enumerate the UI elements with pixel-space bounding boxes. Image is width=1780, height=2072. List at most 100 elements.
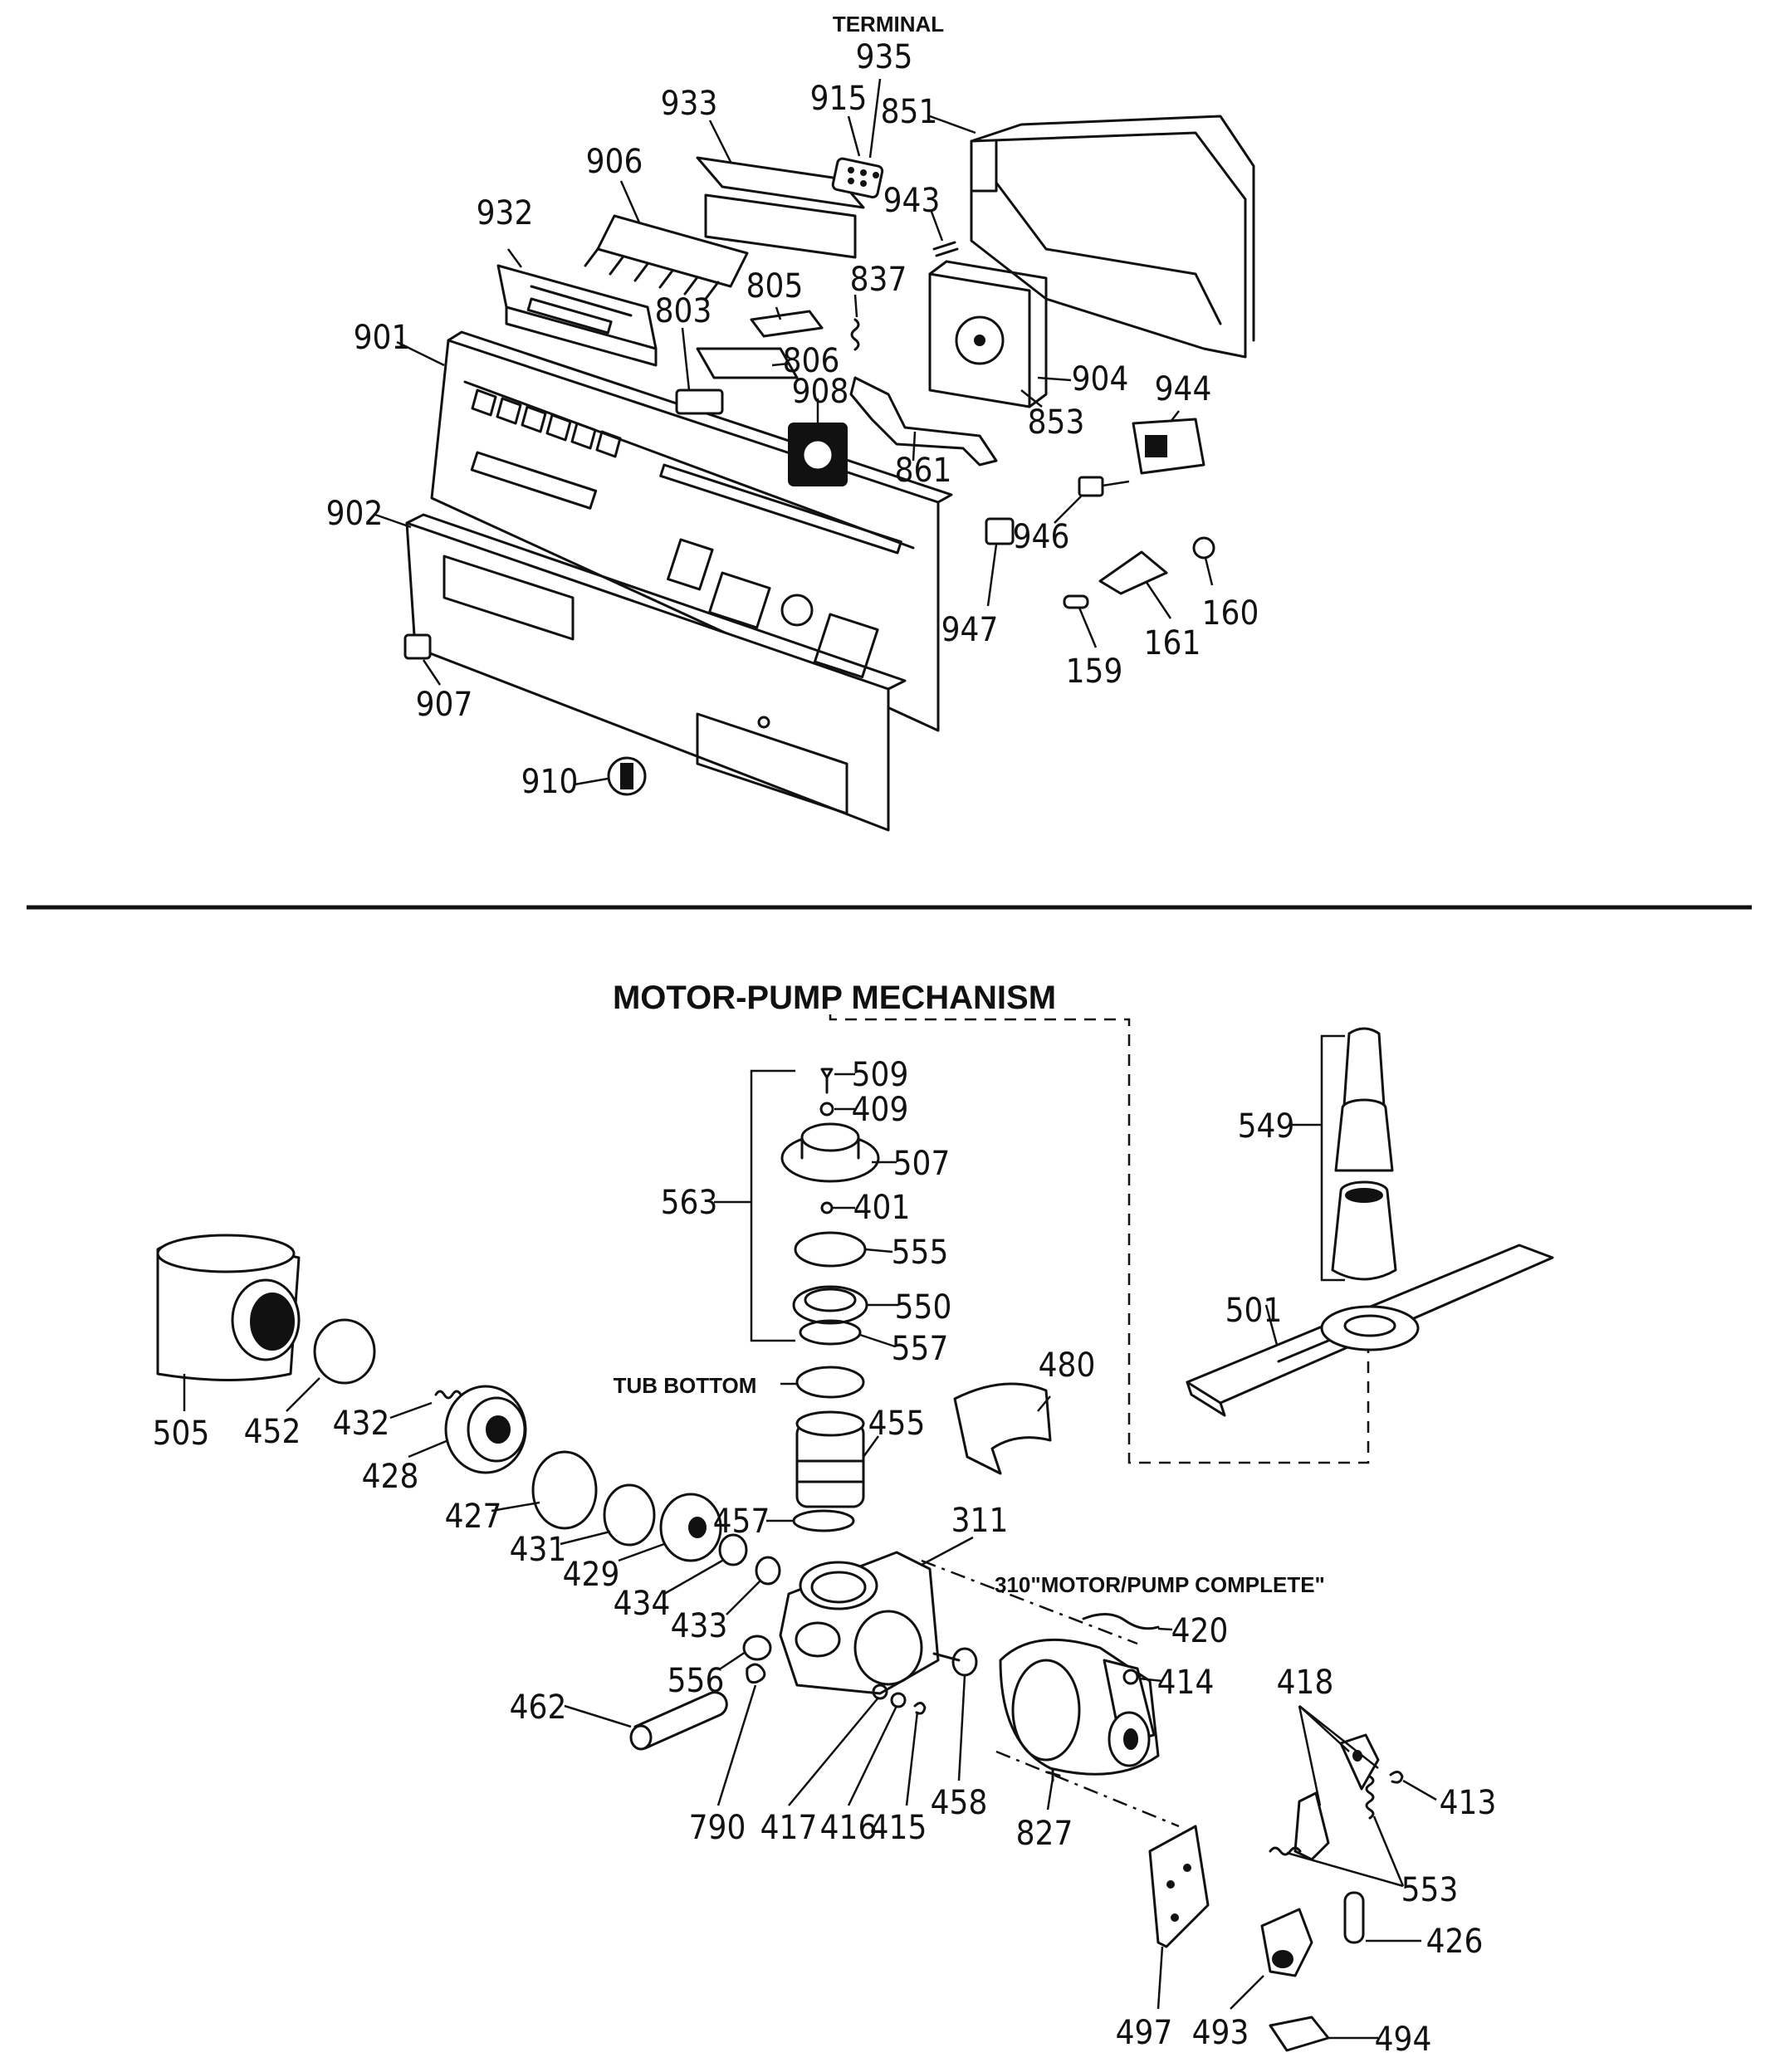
tub-bottom-ring: [795, 1366, 865, 1399]
part-414: [1122, 1669, 1139, 1685]
label-432: 432: [333, 1405, 390, 1443]
label-549: 549: [1238, 1107, 1295, 1146]
label-507: 507: [893, 1145, 951, 1183]
label-550: 550: [895, 1288, 952, 1327]
part-908-relay: [788, 423, 848, 486]
part-904-timer: [928, 260, 1048, 408]
part-910-knob: [607, 756, 647, 796]
part-555-ring: [794, 1231, 867, 1268]
label-455: 455: [868, 1405, 926, 1443]
part-418-latch-parts: [1293, 1733, 1380, 1861]
part-493: [1260, 1908, 1313, 1977]
label-429: 429: [563, 1556, 620, 1594]
bottom-leader-lines: [183, 1073, 1437, 2040]
part-553-spring-b: [1365, 1775, 1375, 1820]
top-leader-lines: [374, 78, 1214, 786]
part-553-spring-a: [1269, 1846, 1302, 1856]
label-902: 902: [326, 495, 384, 533]
label-458: 458: [931, 1784, 988, 1822]
label-452: 452: [244, 1413, 301, 1451]
label-501: 501: [1225, 1292, 1283, 1330]
part-837-spring: [850, 318, 860, 351]
label-417: 417: [760, 1809, 818, 1847]
label-563: 563: [661, 1184, 718, 1222]
motor-pump-heading: MOTOR-PUMP MECHANISM: [613, 980, 1056, 1016]
part-428: [444, 1385, 527, 1474]
label-555: 555: [892, 1234, 949, 1272]
part-861-bracket: [849, 376, 998, 467]
tub-bottom-label: TUB BOTTOM: [614, 1373, 757, 1398]
label-910: 910: [521, 763, 579, 801]
label-907: 907: [416, 686, 473, 724]
part-805: [750, 310, 824, 338]
part-310-motor: [999, 1638, 1160, 1776]
label-426: 426: [1426, 1923, 1484, 1961]
part-432-spring: [434, 1390, 462, 1400]
part-462-hose: [629, 1691, 728, 1751]
label-806: 806: [783, 342, 840, 380]
label-311: 311: [951, 1502, 1009, 1540]
part-494: [1269, 2016, 1330, 2052]
label-557: 557: [892, 1330, 949, 1368]
part-433: [755, 1556, 781, 1586]
label-434: 434: [614, 1585, 671, 1623]
label-480: 480: [1039, 1346, 1096, 1385]
motor-pump-section: MOTOR-PUMP MECHANISM: [153, 980, 1554, 2059]
label-420: 420: [1171, 1612, 1229, 1650]
part-434: [718, 1533, 748, 1566]
label-431: 431: [510, 1531, 567, 1569]
part-933: [696, 156, 865, 259]
part-420-wire: [1082, 1613, 1160, 1630]
label-505: 505: [153, 1415, 210, 1453]
label-497: 497: [1116, 2014, 1173, 2052]
part-509-screw: [820, 1068, 834, 1094]
assembly-axis: [921, 1559, 1138, 1645]
part-550: [792, 1285, 868, 1325]
part-947: [985, 517, 1015, 545]
part-417: [872, 1684, 888, 1700]
part-416: [890, 1692, 907, 1708]
label-906: 906: [586, 143, 643, 181]
label-790: 790: [689, 1809, 746, 1847]
part-455: [795, 1410, 865, 1508]
part-160: [1192, 536, 1215, 560]
part-497-bracket: [1148, 1825, 1210, 1948]
part-458-screw: [932, 1652, 961, 1662]
label-160: 160: [1202, 594, 1259, 633]
label-827: 827: [1016, 1815, 1073, 1853]
label-433: 433: [671, 1607, 728, 1645]
part-932: [496, 264, 658, 367]
label-915: 915: [810, 80, 868, 118]
part-901-control-panel: [430, 330, 953, 732]
label-851: 851: [881, 93, 938, 131]
part-935-terminal: [831, 157, 884, 198]
label-427: 427: [445, 1498, 502, 1536]
label-494: 494: [1375, 2021, 1432, 2059]
label-805: 805: [746, 267, 804, 305]
part-452-clamp: [313, 1318, 376, 1385]
label-416: 416: [820, 1809, 878, 1847]
label-556: 556: [668, 1662, 725, 1700]
bracket-563: [750, 1069, 795, 1342]
part-429: [659, 1493, 722, 1562]
label-553: 553: [1401, 1871, 1459, 1909]
part-159: [1063, 594, 1089, 609]
motor-pump-complete-label: 310"MOTOR/PUMP COMPLETE": [995, 1572, 1325, 1597]
label-418: 418: [1277, 1664, 1334, 1702]
part-946: [1078, 476, 1104, 497]
label-933: 933: [661, 85, 718, 123]
part-457-clamp: [792, 1509, 855, 1532]
part-505-sump: [156, 1234, 301, 1381]
part-906: [584, 214, 749, 301]
part-902-trim-panel: [405, 513, 907, 832]
part-851-housing: [970, 115, 1255, 359]
label-413: 413: [1440, 1784, 1497, 1822]
control-panel-section: TERMINAL 935 915 933 851 906 943 932 805…: [326, 12, 1259, 832]
part-507: [780, 1122, 880, 1183]
label-943: 943: [883, 182, 941, 220]
part-413: [1389, 1771, 1404, 1784]
part-426: [1343, 1891, 1365, 1944]
label-908: 908: [792, 373, 849, 411]
part-907: [403, 633, 432, 660]
